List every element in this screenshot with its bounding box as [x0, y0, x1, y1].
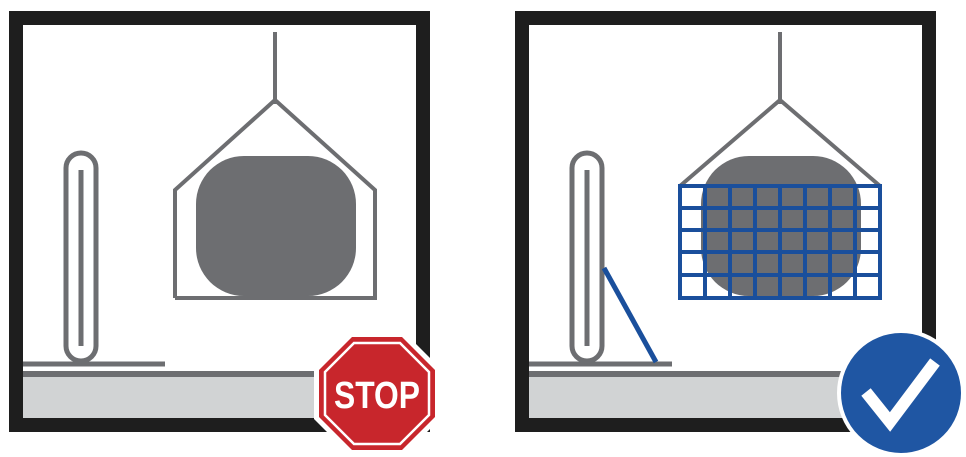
checkmark-icon — [836, 328, 966, 457]
stop-sign-badge: STOP — [312, 330, 442, 457]
suspended-load — [196, 156, 356, 296]
check-badge — [836, 328, 966, 457]
stop-label: STOP — [334, 375, 420, 417]
stop-sign-icon: STOP — [312, 330, 442, 457]
check-circle — [839, 331, 963, 455]
